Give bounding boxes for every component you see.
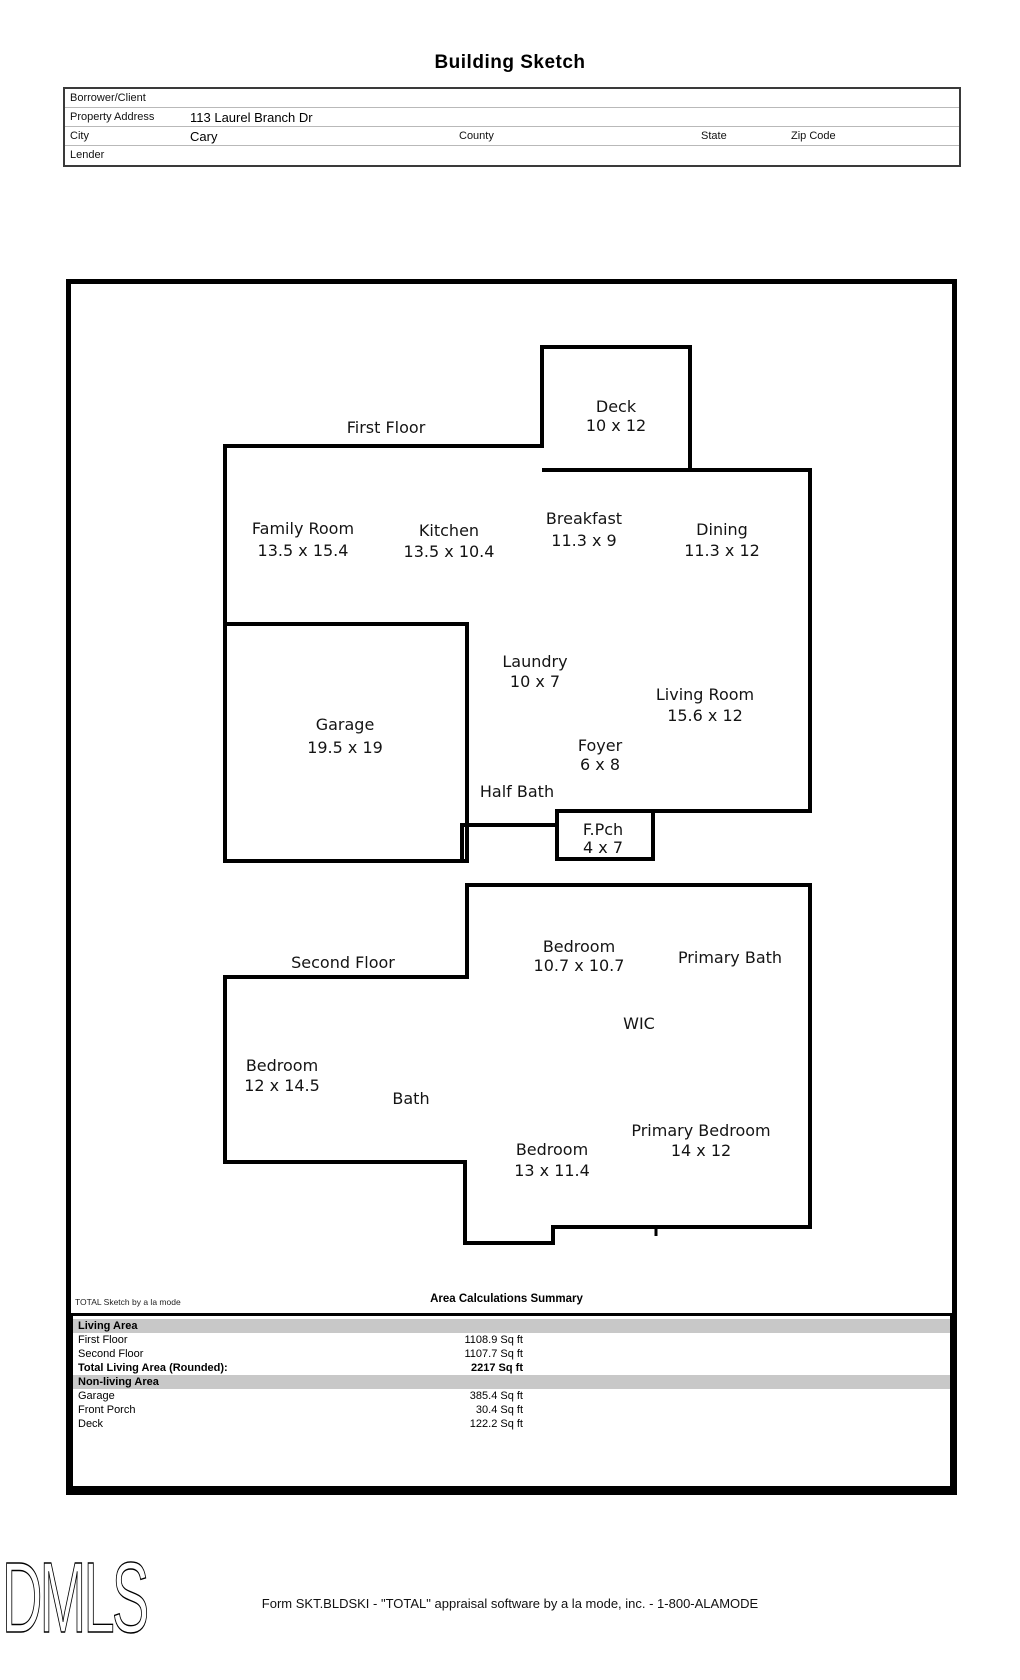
county-label: County (459, 130, 494, 142)
property-address-label: Property Address (70, 111, 155, 123)
summary-row-second-floor: Second Floor 1107.7 Sq ft (73, 1347, 950, 1361)
summary-row-front-porch: Front Porch 30.4 Sq ft (73, 1403, 950, 1417)
lender-row: Lender (65, 146, 959, 164)
nonliving-area-band: Non-living Area (73, 1375, 950, 1389)
property-address-row: Property Address 113 Laurel Branch Dr (65, 108, 959, 127)
summary-label: Garage (78, 1390, 115, 1402)
summary-row-total-living: Total Living Area (Rounded): 2217 Sq ft (73, 1361, 950, 1375)
borrower-row: Borrower/Client (65, 89, 959, 108)
summary-rows: Living Area First Floor 1108.9 Sq ft Sec… (73, 1319, 950, 1431)
city-label: City (70, 130, 89, 142)
summary-value: 30.4 Sq ft (475, 1404, 523, 1416)
summary-label: First Floor (78, 1334, 128, 1346)
summary-value: 2217 Sq ft (471, 1362, 523, 1374)
software-branding-text: TOTAL Sketch by a la mode (75, 1297, 181, 1307)
state-label: State (701, 130, 727, 142)
page-title: Building Sketch (434, 52, 586, 73)
summary-label: Front Porch (78, 1404, 136, 1416)
area-calculations-summary-box: Living Area First Floor 1108.9 Sq ft Sec… (70, 1313, 953, 1489)
mls-logo: DMLS (1, 1548, 150, 1643)
borrower-label: Borrower/Client (70, 92, 146, 104)
nonliving-area-band-label: Non-living Area (78, 1376, 159, 1388)
summary-value: 1107.7 Sq ft (464, 1348, 523, 1360)
summary-row-first-floor: First Floor 1108.9 Sq ft (73, 1333, 950, 1347)
summary-caption-row: TOTAL Sketch by a la mode Area Calculati… (66, 1292, 947, 1308)
summary-value: 1108.9 Sq ft (464, 1334, 523, 1346)
zip-code-label: Zip Code (791, 130, 836, 142)
summary-row-deck: Deck 122.2 Sq ft (73, 1417, 950, 1431)
form-footer-line: Form SKT.BLDSKI - "TOTAL" appraisal soft… (261, 1596, 759, 1611)
header-form-table: Borrower/Client Property Address 113 Lau… (63, 87, 961, 167)
living-area-band: Living Area (73, 1319, 950, 1333)
mls-logo-text: DMLS (2, 1548, 147, 1643)
summary-label: Deck (78, 1418, 104, 1430)
area-calculations-heading: Area Calculations Summary (430, 1293, 583, 1305)
property-address-value: 113 Laurel Branch Dr (190, 110, 313, 125)
lender-label: Lender (70, 149, 105, 161)
summary-row-garage: Garage 385.4 Sq ft (73, 1389, 950, 1403)
summary-label: Total Living Area (Rounded): (78, 1362, 228, 1374)
city-value: Cary (190, 129, 218, 144)
summary-value: 122.2 Sq ft (469, 1418, 523, 1430)
summary-value: 385.4 Sq ft (469, 1390, 523, 1402)
city-row: City Cary County State Zip Code (65, 127, 959, 146)
summary-label: Second Floor (78, 1348, 144, 1360)
living-area-band-label: Living Area (78, 1320, 138, 1332)
